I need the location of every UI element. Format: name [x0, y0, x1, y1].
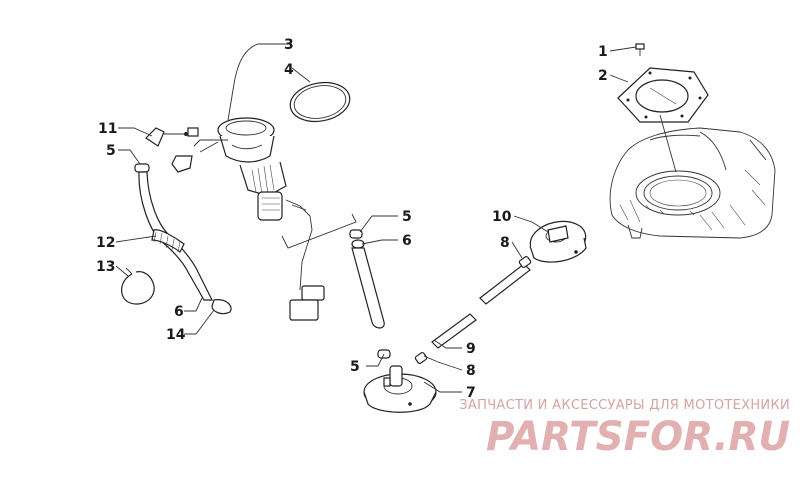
tank-gasket — [617, 67, 709, 173]
watermark-caption: ЗАПЧАСТИ И АКСЕССУАРЫ ДЛЯ МОТОТЕХНИКИ — [459, 398, 790, 413]
bolt — [635, 43, 645, 56]
fuel-tank — [609, 127, 776, 239]
callout-7: 7 — [466, 385, 476, 401]
callout-numbers: 1 2 3 4 11 5 12 13 6 14 5 6 10 8 5 9 8 7 — [96, 37, 608, 401]
valve — [529, 220, 587, 263]
callout-1: 1 — [598, 44, 608, 60]
pump-gasket — [289, 81, 351, 123]
callout-14: 14 — [166, 327, 186, 343]
callout-13: 13 — [96, 259, 115, 275]
callout-6: 6 — [174, 304, 184, 320]
watermark-logo-text: PARTSFOR.RU — [486, 414, 790, 456]
fuel-hose-middle — [349, 229, 391, 359]
callout-10: 10 — [492, 209, 512, 225]
callout-4: 4 — [284, 62, 294, 78]
hose-clamp — [134, 163, 150, 173]
clamp — [211, 299, 232, 315]
spring-clip — [121, 267, 155, 305]
callout-12: 12 — [96, 235, 115, 251]
callout-9: 9 — [466, 341, 476, 357]
leader-lines — [115, 43, 637, 393]
callout-6: 6 — [402, 233, 412, 249]
callout-5: 5 — [402, 209, 412, 225]
callout-8: 8 — [500, 235, 510, 251]
callout-11: 11 — [98, 121, 117, 137]
callout-8: 8 — [466, 363, 476, 379]
pump-bracket-line — [281, 213, 357, 249]
callout-3: 3 — [284, 37, 294, 53]
callout-5: 5 — [350, 359, 360, 375]
fuel-hose-left — [138, 171, 213, 301]
fuel-pump-assembly — [171, 117, 325, 321]
callout-2: 2 — [598, 68, 608, 84]
check-valve — [363, 365, 437, 413]
elbow-fitting — [145, 127, 188, 147]
fuel-pipe — [414, 256, 532, 364]
callout-5: 5 — [106, 143, 116, 159]
watermark-logo: PARTSFOR.RU — [486, 414, 790, 456]
